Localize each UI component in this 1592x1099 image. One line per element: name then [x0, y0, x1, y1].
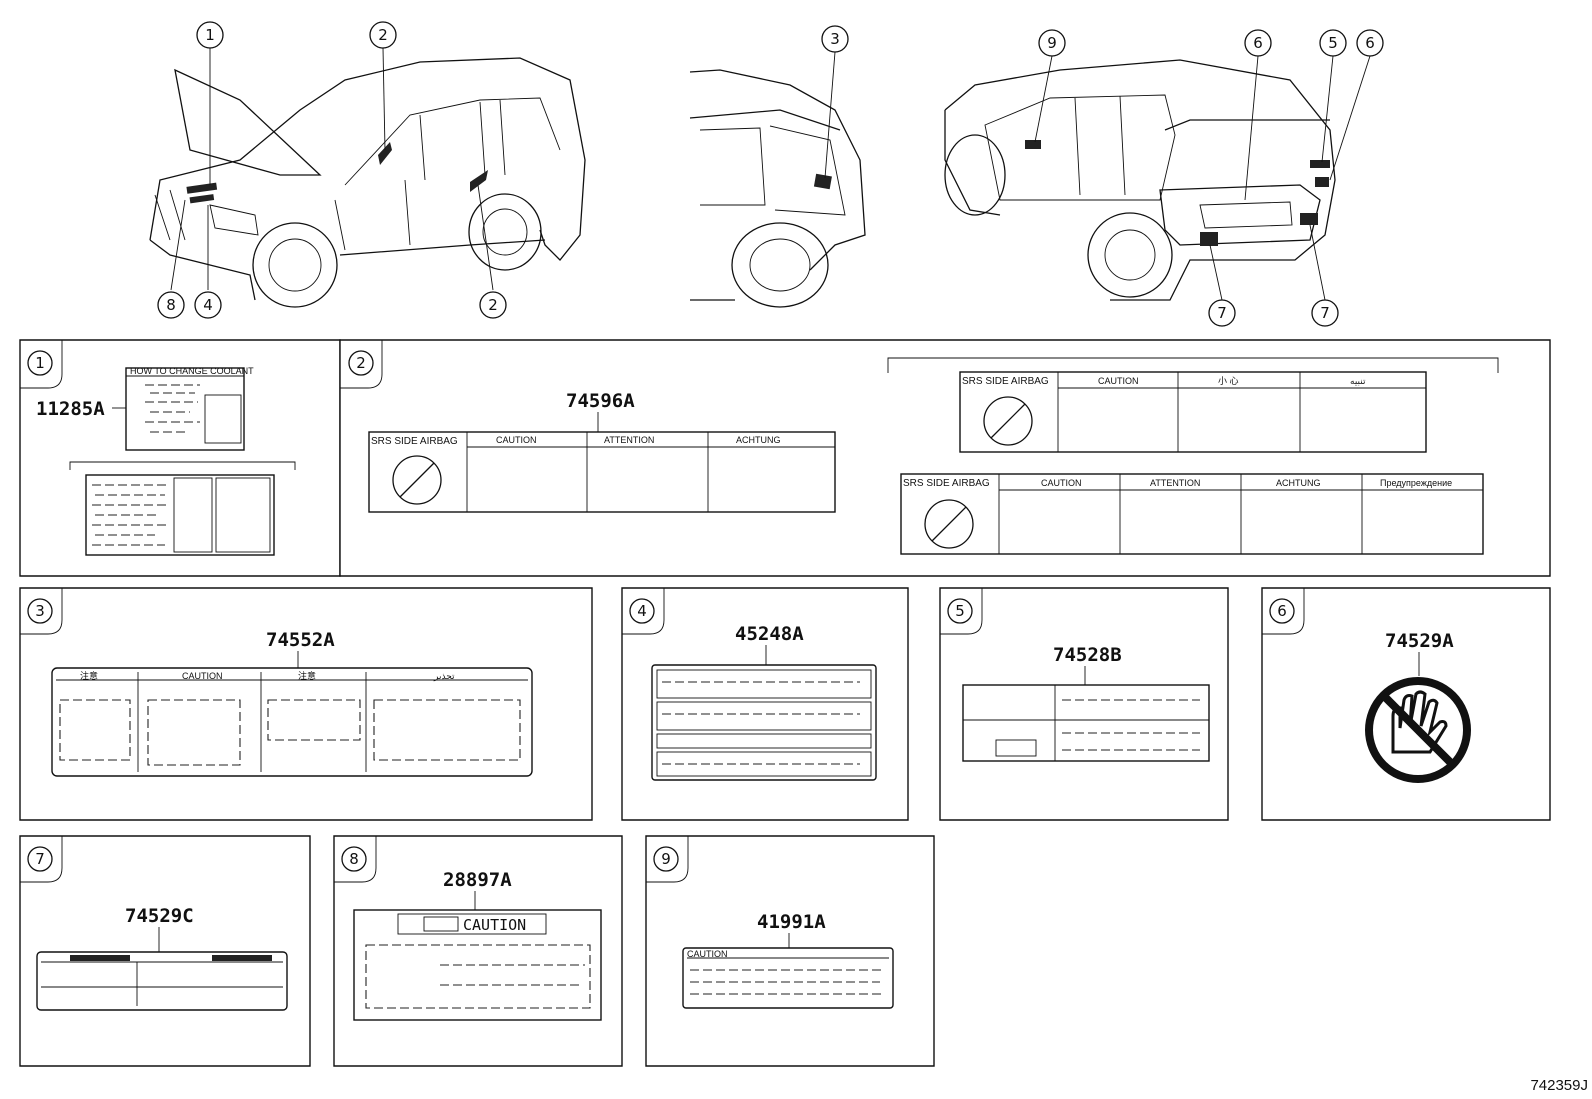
- vehicle-front-view: [149, 57, 586, 308]
- callout-3-top: 3: [821, 25, 849, 53]
- callout-6b-top: 6: [1356, 29, 1384, 57]
- callout-6-top: 6: [1244, 29, 1272, 57]
- svg-text:6: 6: [1253, 34, 1263, 52]
- airbag-label-a: SRS SIDE AIRBAG: [371, 436, 458, 447]
- panel-3-number: 3: [35, 602, 45, 620]
- part-28897A: 28897A: [443, 869, 512, 891]
- callout-9-top: 9: [1038, 29, 1066, 57]
- callout-8-top: 8: [157, 291, 185, 319]
- svg-text:CAUTION: CAUTION: [496, 435, 537, 445]
- callout-2b-top: 2: [479, 291, 507, 319]
- panel-9-number: 9: [661, 850, 671, 868]
- panel-7: 7 74529C: [19, 835, 311, 1067]
- svg-text:7: 7: [1217, 304, 1227, 322]
- svg-text:注意: 注意: [80, 670, 98, 681]
- svg-text:2: 2: [488, 296, 498, 314]
- part-11285A: 11285A: [36, 398, 105, 420]
- callout-2-top: 2: [369, 21, 397, 49]
- panel-2-number: 2: [356, 354, 366, 372]
- vehicle-rear-quarter-view: [689, 69, 866, 308]
- callout-7-top: 7: [1208, 299, 1236, 327]
- callout-1-top: 1: [196, 21, 224, 49]
- svg-text:6: 6: [1365, 34, 1375, 52]
- part-74596A: 74596A: [566, 390, 635, 412]
- panel-5-number: 5: [955, 602, 965, 620]
- panel-8: 8 28897A CAUTION: [333, 835, 623, 1067]
- airbag-label-c: SRS SIDE AIRBAG: [903, 478, 990, 489]
- svg-text:1: 1: [205, 26, 215, 44]
- airbag-label-b: SRS SIDE AIRBAG: [962, 376, 1049, 387]
- panel-6-number: 6: [1277, 602, 1287, 620]
- panel-7-number: 7: [35, 850, 45, 868]
- panel-1-number: 1: [35, 354, 45, 372]
- caution-text-8: CAUTION: [463, 916, 526, 934]
- svg-text:ATTENTION: ATTENTION: [1150, 478, 1200, 488]
- svg-text:5: 5: [1328, 34, 1338, 52]
- vehicle-rear-view: [944, 59, 1336, 301]
- svg-text:9: 9: [1047, 34, 1057, 52]
- panel-6: 6 74529A: [1261, 587, 1551, 821]
- panel-8-number: 8: [349, 850, 359, 868]
- diagram-reference: 742359J: [1530, 1077, 1588, 1094]
- callout-5-top: 5: [1319, 29, 1347, 57]
- svg-text:3: 3: [830, 30, 840, 48]
- part-74552A: 74552A: [266, 629, 335, 651]
- svg-text:小 心: 小 心: [1218, 376, 1239, 386]
- part-74529A: 74529A: [1385, 630, 1454, 652]
- svg-text:7: 7: [1320, 304, 1330, 322]
- svg-text:8: 8: [166, 296, 176, 314]
- svg-text:CAUTION: CAUTION: [1041, 478, 1082, 488]
- panel-2: 2 74596A SRS SIDE AIRBAG CAUTION ATTENTI…: [339, 339, 1551, 577]
- svg-text:CAUTION: CAUTION: [182, 671, 223, 681]
- panel-4: 4 45248A: [621, 587, 909, 821]
- callout-leaders: [170, 47, 1371, 301]
- callout-7b-top: 7: [1311, 299, 1339, 327]
- svg-text:ACHTUNG: ACHTUNG: [1276, 478, 1321, 488]
- svg-text:ACHTUNG: ACHTUNG: [736, 435, 781, 445]
- svg-text:Предупреждение: Предупреждение: [1380, 478, 1452, 488]
- svg-text:ATTENTION: ATTENTION: [604, 435, 654, 445]
- panel-3: 3 74552A 注意 CAUTION 注意 تحذير: [19, 587, 593, 821]
- panel-5: 5 74528B: [939, 587, 1229, 821]
- svg-text:تحذير: تحذير: [433, 671, 455, 682]
- svg-text:4: 4: [203, 296, 213, 314]
- part-41991A: 41991A: [757, 911, 826, 933]
- panel-4-number: 4: [637, 602, 647, 620]
- panel-9: 9 41991A CAUTION: [645, 835, 935, 1067]
- callout-4-top: 4: [194, 291, 222, 319]
- caution-text-9: CAUTION: [687, 949, 728, 959]
- part-74529C: 74529C: [125, 905, 194, 927]
- coolant-label-title: HOW TO CHANGE COOLANT: [130, 366, 254, 376]
- svg-text:CAUTION: CAUTION: [1098, 376, 1139, 386]
- part-74528B: 74528B: [1053, 644, 1122, 666]
- svg-text:注意: 注意: [298, 670, 316, 681]
- svg-text:تنبيه: تنبيه: [1350, 376, 1366, 386]
- svg-text:2: 2: [378, 26, 388, 44]
- panel-1: 1 11285A HOW TO CHANGE COOLANT: [19, 339, 341, 577]
- part-45248A: 45248A: [735, 623, 804, 645]
